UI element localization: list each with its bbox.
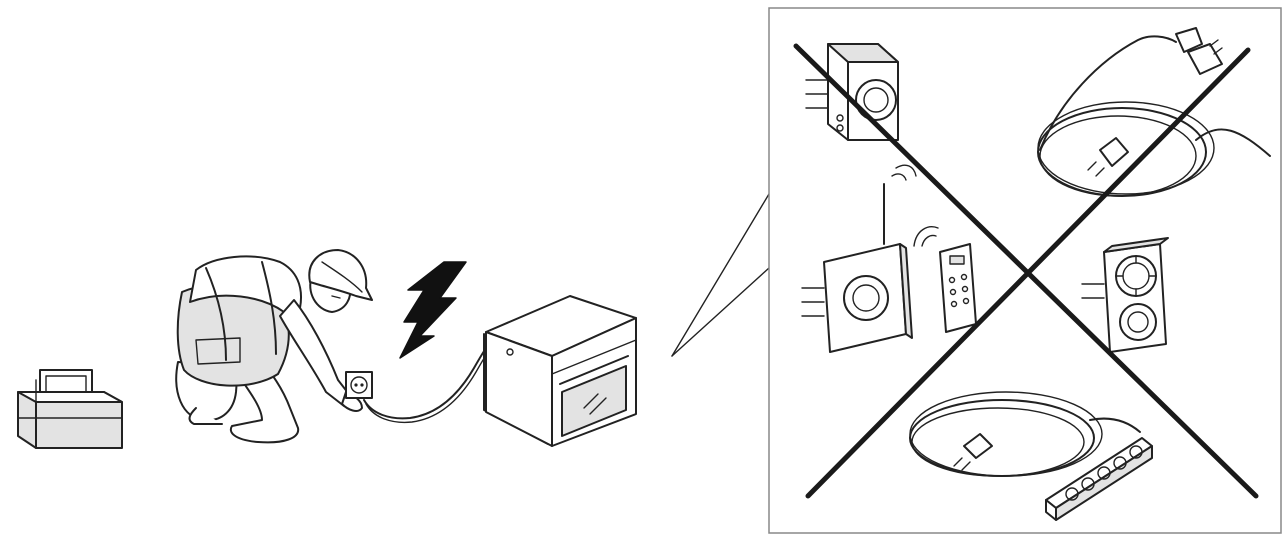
built-in-oven-icon (483, 295, 637, 447)
electrician-shirt (189, 255, 302, 313)
remote-control-icon (913, 226, 977, 333)
electrician-arm (279, 299, 353, 407)
toolbox-icon (17, 369, 123, 449)
power-cable (363, 337, 495, 420)
lightning-bolt-icon (399, 261, 467, 359)
electrician-figure (175, 249, 373, 444)
extension-cord-icon (1037, 27, 1271, 197)
prohibition-cross (793, 43, 1259, 499)
remote-socket-icon (801, 164, 917, 353)
power-strip-icon (909, 391, 1153, 521)
timer-socket-icon (1081, 237, 1169, 353)
plug-adapter-icon (805, 43, 899, 141)
callout-pointer (671, 193, 770, 357)
electrician-leg-front (229, 371, 300, 444)
wall-socket-icon (345, 371, 373, 399)
